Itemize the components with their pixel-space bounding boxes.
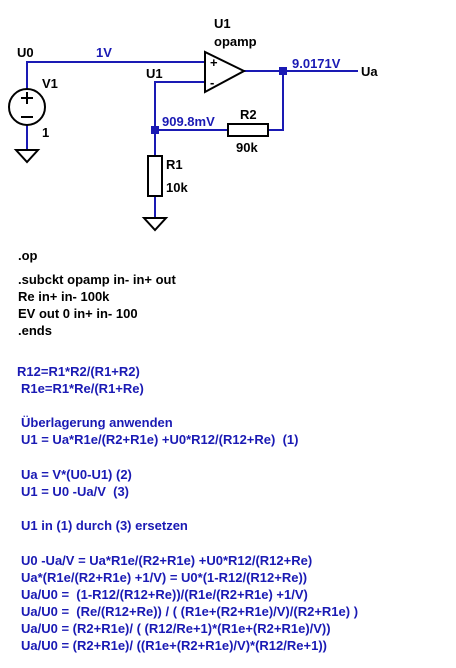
note-line: Ua/U0 = (Re/(R12+Re)) / ( (R1e+(R2+R1e)/…: [21, 604, 359, 619]
wires: [26, 61, 358, 218]
netlist-line: EV out 0 in+ in- 100: [18, 306, 138, 321]
opamp-minus-sign: -: [210, 75, 214, 90]
note-line: Ua = V*(U0-U1) (2): [21, 467, 132, 482]
ground-symbol-v1: [13, 149, 41, 164]
node-voltage-u0: 1V: [96, 45, 112, 60]
netlist-line: Re in+ in- 100k: [18, 289, 110, 304]
note-line: Ua/U0 = (1-R12/(R12+Re))/(R1e/(R2+R1e) +…: [21, 587, 308, 602]
note-line: U1 = U0 -Ua/V (3): [21, 484, 130, 499]
node-voltage-u1: 909.8mV: [162, 114, 215, 129]
opamp-ref-label: U1: [214, 16, 231, 31]
netlist-line: .op: [18, 248, 38, 263]
node-label-u0: U0: [17, 45, 34, 60]
wire-u0: [26, 61, 205, 89]
netlist-line: .ends: [18, 323, 52, 338]
note-line: R1e=R1*Re/(R1+Re): [21, 381, 144, 396]
opamp-symbol: [204, 50, 247, 94]
opamp-model-label: opamp: [214, 34, 257, 49]
note-line: Ua*(R1e/(R2+R1e) +1/V) = U0*(1-R12/(R12+…: [21, 570, 308, 585]
note-line: U1 in (1) durch (3) ersetzen: [21, 518, 188, 533]
voltage-source-v1: [8, 88, 46, 126]
resistor-r2: [227, 123, 269, 137]
r1-value-label: 10k: [166, 180, 188, 195]
resistor-r1: [147, 155, 163, 197]
wire-r2-right: [268, 71, 284, 131]
r2-value-label: 90k: [236, 140, 258, 155]
v1-value-label: 1: [42, 125, 49, 140]
ground-symbol-r1: [141, 217, 169, 232]
opamp-plus-sign: +: [210, 55, 218, 70]
note-line: Ua/U0 = (R2+R1e)/ ((R1e+(R2+R1e)/V)*(R12…: [21, 638, 327, 653]
v1-ref-label: V1: [42, 76, 58, 91]
note-line: R12=R1*R2/(R1+R2): [17, 364, 140, 379]
note-line: U0 -Ua/V = Ua*R1e/(R2+R1e) +U0*R12/(R12+…: [21, 553, 313, 568]
junction-ua-node: [279, 67, 287, 75]
node-label-u1: U1: [146, 66, 163, 81]
netlist-line: .subckt opamp in- in+ out: [18, 272, 176, 287]
junction-u1-node: [151, 126, 159, 134]
node-label-ua: Ua: [361, 64, 378, 79]
node-voltage-ua: 9.0171V: [292, 56, 341, 71]
r1-ref-label: R1: [166, 157, 183, 172]
note-line: U1 = Ua*R1e/(R2+R1e) +U0*R12/(R12+Re) (1…: [21, 432, 299, 447]
components: [8, 50, 269, 232]
note-line: Ua/U0 = (R2+R1e)/ ( (R12/Re+1)*(R1e+(R2+…: [21, 621, 331, 636]
r2-ref-label: R2: [240, 107, 257, 122]
note-line: Überlagerung anwenden: [21, 415, 173, 430]
circuit-schematic: + - U1 opamp U0 1V U1 9.0171V Ua 909.8mV…: [8, 16, 378, 232]
